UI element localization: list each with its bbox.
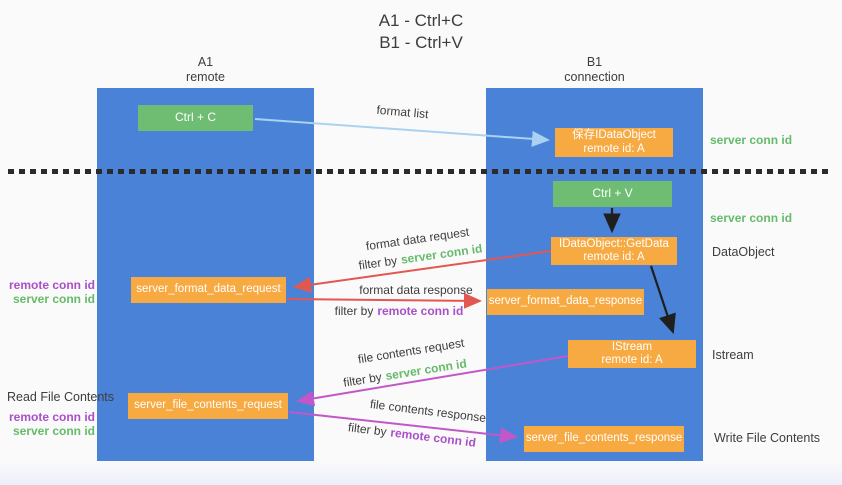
filter-by-text: filter by bbox=[334, 304, 374, 318]
label-istream: Istream bbox=[712, 348, 754, 362]
label-remote-conn-id-1: remote conn id bbox=[8, 278, 95, 292]
label-read-file-contents: Read File Contents bbox=[7, 390, 115, 404]
arrow-file-contents-response bbox=[288, 411, 518, 444]
node-save-idataobject: 保存IDataObject remote id: A bbox=[555, 128, 673, 157]
remote-conn-id-highlight: remote conn id bbox=[377, 304, 464, 318]
node-save-idataobject-line2: remote id: A bbox=[583, 142, 645, 155]
node-save-idataobject-line1: 保存IDataObject bbox=[572, 129, 656, 141]
label-server-conn-id-top: server conn id bbox=[710, 133, 793, 147]
node-server-file-contents-response: server_file_contents_response bbox=[524, 426, 684, 452]
node-file-request-label: server_file_contents_request bbox=[134, 399, 282, 412]
node-file-response-label: server_file_contents_response bbox=[525, 432, 683, 445]
node-ctrl-v-label: Ctrl + V bbox=[592, 186, 633, 201]
arrow-getdata-to-istream bbox=[649, 265, 676, 335]
node-server-file-contents-request: server_file_contents_request bbox=[128, 393, 288, 419]
lane-a1-role: remote bbox=[186, 70, 225, 84]
node-getdata-line2: remote id: A bbox=[583, 251, 645, 263]
node-getdata-line1: IDataObject::GetData bbox=[559, 237, 669, 250]
node-istream: IStream remote id: A bbox=[568, 340, 696, 368]
node-format-request-label: server_format_data_request bbox=[136, 283, 281, 296]
label-format-data-response: format data response bbox=[359, 283, 473, 297]
node-format-response-label: server_format_data_response bbox=[488, 295, 643, 308]
node-server-format-data-request: server_format_data_request bbox=[131, 277, 286, 303]
arrow-format-data-request bbox=[293, 250, 552, 293]
node-istream-line1: IStream bbox=[611, 340, 653, 353]
session-divider-dotted-line bbox=[8, 169, 828, 174]
arrow-file-contents-request bbox=[296, 355, 569, 407]
label-conn-ids-format: remote conn id server conn id bbox=[0, 278, 95, 306]
diagram-title: A1 - Ctrl+C B1 - Ctrl+V bbox=[0, 10, 842, 54]
bottom-gradient bbox=[0, 461, 842, 485]
label-write-file-contents: Write File Contents bbox=[714, 431, 821, 445]
lane-header-a1: A1 remote bbox=[97, 55, 314, 85]
node-idataobject-getdata: IDataObject::GetData remote id: A bbox=[551, 237, 677, 265]
label-dataobject: DataObject bbox=[712, 245, 775, 259]
node-server-format-data-response: server_format_data_response bbox=[487, 289, 644, 315]
lane-b1-role: connection bbox=[564, 70, 625, 84]
label-server-conn-id-mid: server conn id bbox=[710, 211, 793, 225]
lane-a1-name: A1 bbox=[197, 55, 214, 69]
arrow-format-list bbox=[254, 118, 550, 147]
arrow-format-data-response bbox=[286, 292, 482, 309]
label-server-conn-id-2: server conn id bbox=[12, 424, 95, 438]
node-ctrl-c: Ctrl + C bbox=[138, 105, 253, 131]
label-conn-ids-file: remote conn id server conn id bbox=[0, 410, 95, 438]
lane-b1-name: B1 bbox=[586, 55, 603, 69]
node-ctrl-c-label: Ctrl + C bbox=[174, 110, 216, 125]
label-remote-conn-id-2: remote conn id bbox=[8, 410, 95, 424]
label-server-conn-id-1: server conn id bbox=[12, 292, 95, 306]
title-line-2: B1 - Ctrl+V bbox=[379, 33, 463, 52]
node-ctrl-v: Ctrl + V bbox=[553, 181, 672, 207]
title-line-1: A1 - Ctrl+C bbox=[378, 11, 464, 30]
lane-header-b1: B1 connection bbox=[486, 55, 703, 85]
node-istream-line2: remote id: A bbox=[601, 354, 663, 366]
